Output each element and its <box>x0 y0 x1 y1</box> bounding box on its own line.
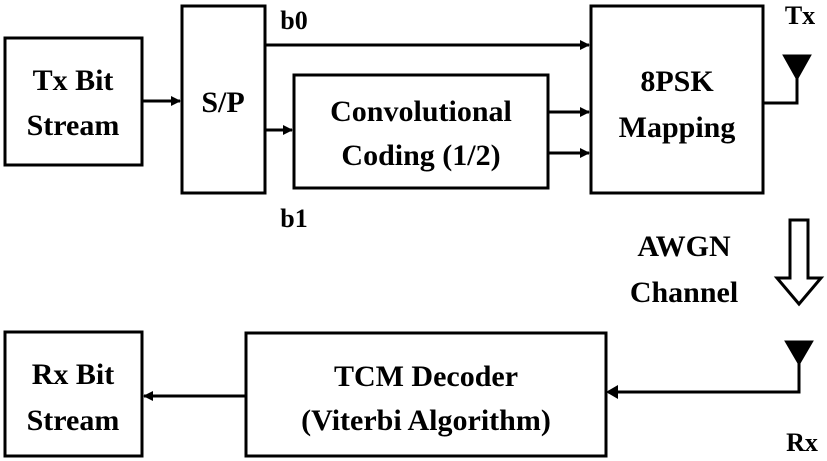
serial-parallel-block: S/P <box>180 4 267 195</box>
tx-bit-stream-label-line1: Tx Bit <box>33 64 114 97</box>
tcm-decoder-label-line1: TCM Decoder <box>334 360 518 393</box>
channel-label-line1: AWGN <box>637 230 731 263</box>
psk-mapping-block: 8PSK Mapping <box>589 4 765 195</box>
psk-mapping-label-line2: Mapping <box>619 111 736 144</box>
tx-antenna-label: Tx <box>785 1 815 30</box>
rx-bit-stream-block: Rx Bit Stream <box>3 330 144 458</box>
conv-coding-label-line1: Convolutional <box>330 95 512 128</box>
psk-mapping-label-line1: 8PSK <box>640 65 714 98</box>
tx-bit-stream-label-line2: Stream <box>27 109 120 142</box>
rx-antenna-label: Rx <box>786 428 818 457</box>
b1-label: b1 <box>280 204 307 233</box>
rx-bit-stream-label-line1: Rx Bit <box>32 358 115 391</box>
b0-label: b0 <box>280 6 307 35</box>
tcm-decoder-label-line2: (Viterbi Algorithm) <box>301 404 551 437</box>
tcm-decoder-block: TCM Decoder (Viterbi Algorithm) <box>244 331 608 458</box>
tx-antenna-icon <box>763 54 812 105</box>
rx-antenna-icon <box>606 340 814 399</box>
conv-coding-label-line2: Coding (1/2) <box>341 139 500 172</box>
channel-down-arrow-icon <box>773 218 825 307</box>
channel-label-line2: Channel <box>630 276 738 309</box>
serial-parallel-label: S/P <box>201 86 244 119</box>
convolutional-coding-block: Convolutional Coding (1/2) <box>292 73 550 190</box>
rx-bit-stream-label-line2: Stream <box>27 404 120 437</box>
tx-bit-stream-block: Tx Bit Stream <box>3 36 144 167</box>
